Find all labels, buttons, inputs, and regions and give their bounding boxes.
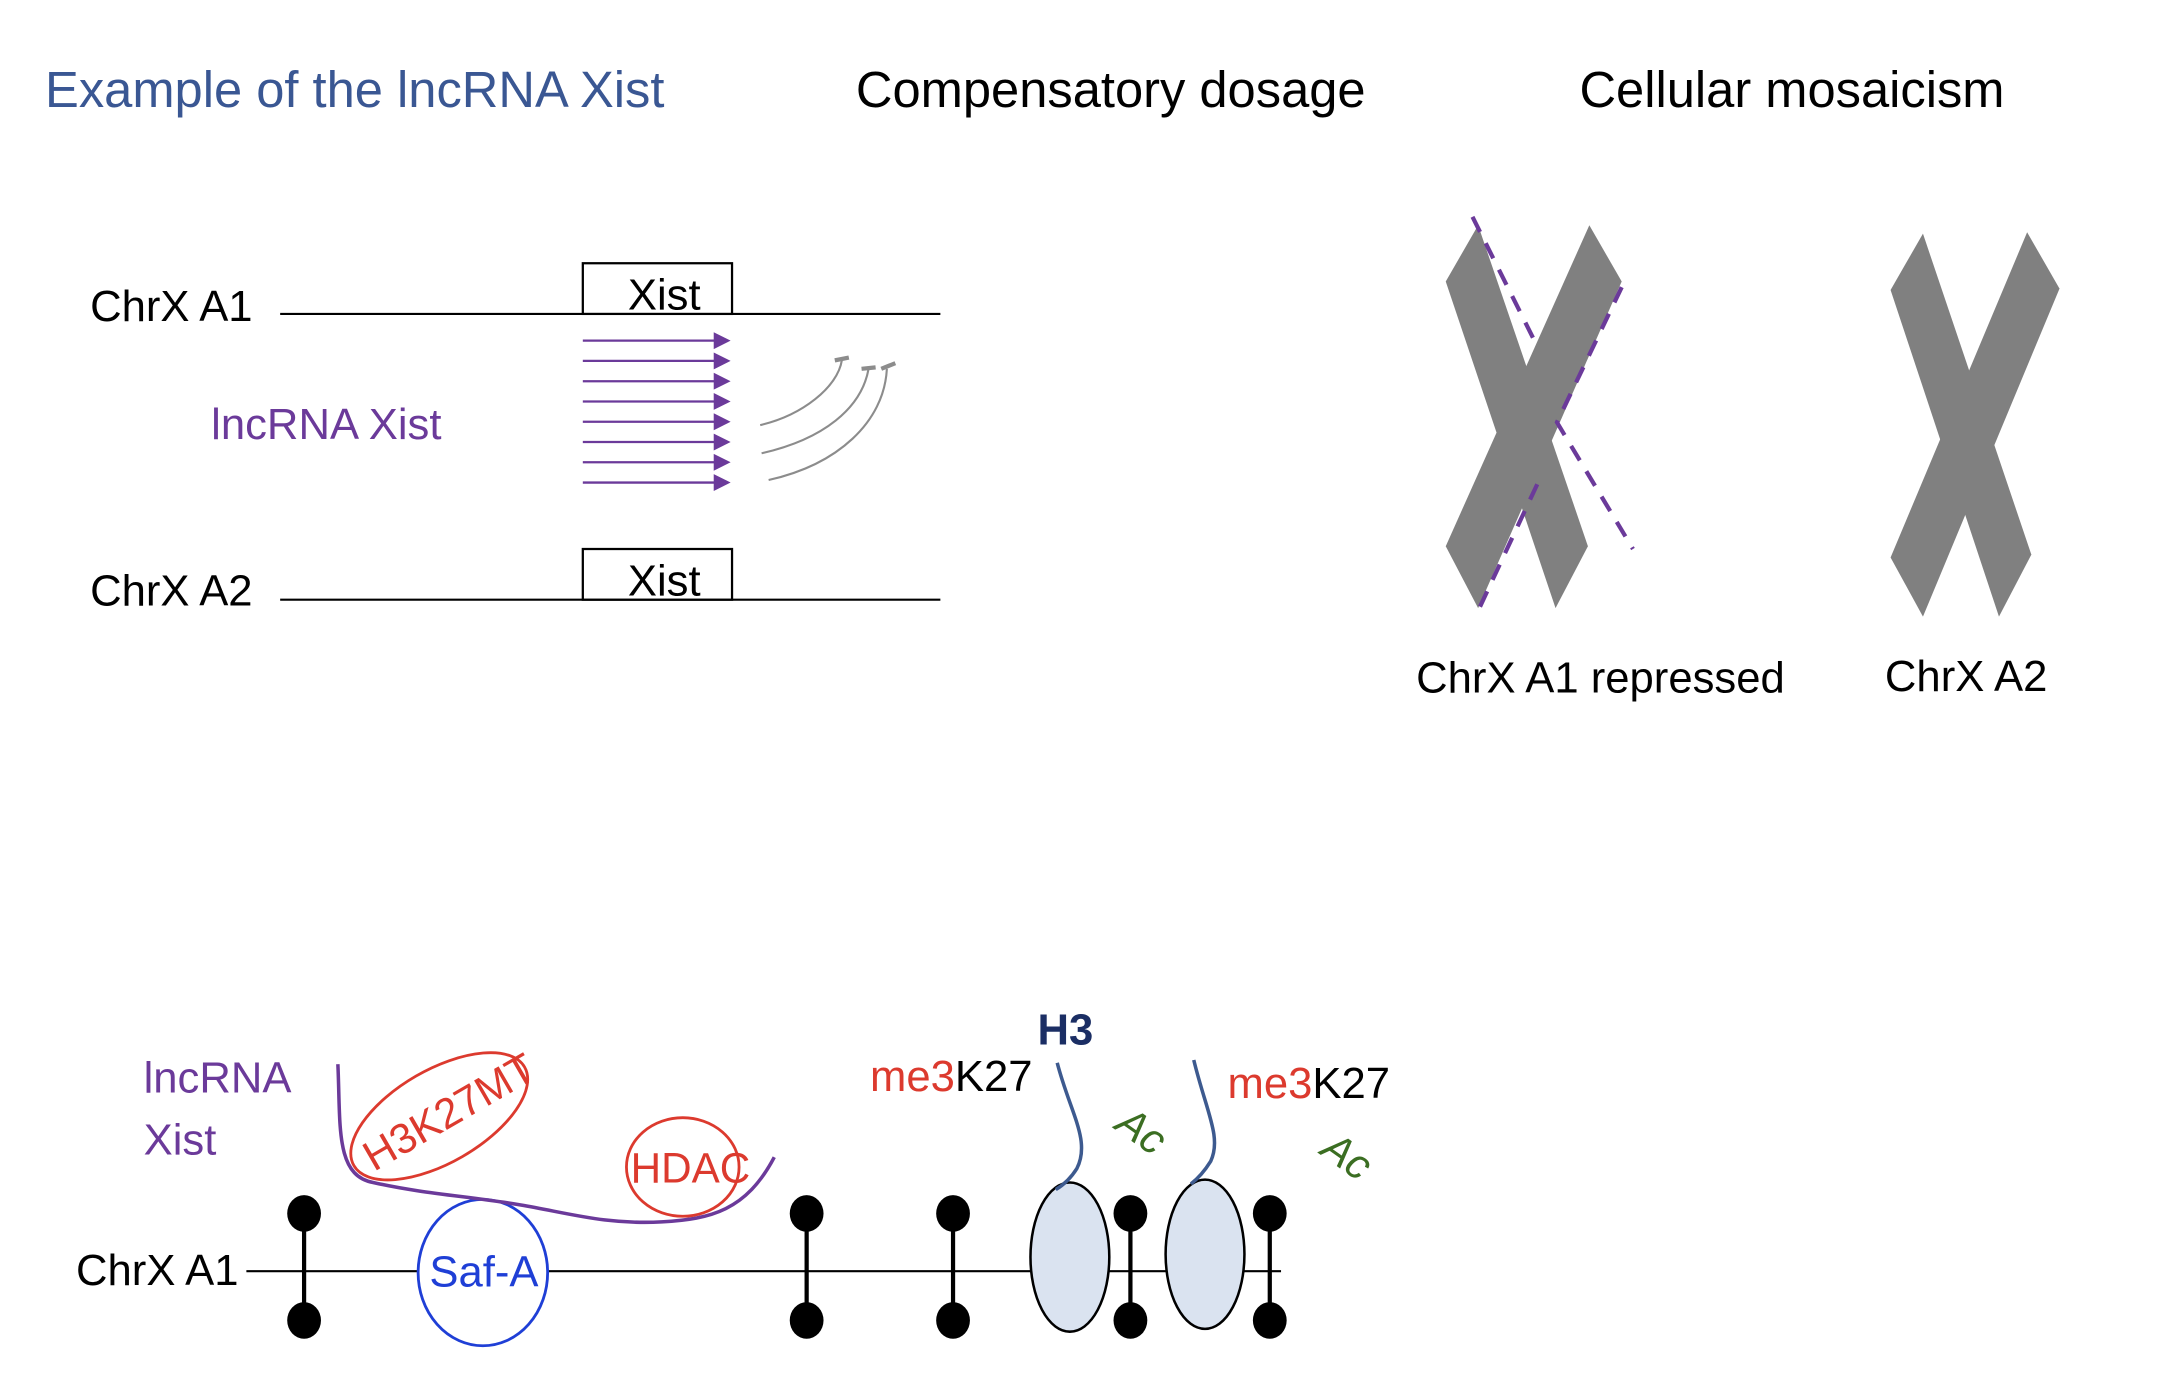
methyl-group-dot (287, 1195, 321, 1232)
transcript-arrowhead (713, 393, 731, 410)
transcript-arrowhead (713, 372, 731, 390)
methyl-group-dot (936, 1302, 970, 1339)
repressed-label: ChrX A1 repressed (1416, 655, 1785, 703)
transcript-arrowhead (713, 474, 731, 492)
nucleosome (1164, 1178, 1246, 1331)
xist-gene-a2-label: Xist (628, 557, 701, 605)
chr-a2-label: ChrX A2 (90, 567, 252, 615)
methyl-group-dot (789, 1302, 824, 1339)
chromatin-panel: lncRNA Xist ChrX A1 Saf-A H3K27MT HDAC H… (76, 1007, 1391, 1348)
arc-tip (861, 365, 876, 371)
spreading-arc (761, 368, 870, 455)
dashed-coating (1474, 483, 1540, 615)
acetyl-mark-2: Ac (1311, 1121, 1381, 1189)
centromere (1495, 351, 1546, 479)
chromatid-arm (1890, 232, 2060, 617)
methyl-group-dot (936, 1195, 970, 1232)
hdac-label: HDAC (631, 1144, 751, 1191)
methyl-group-dot (1252, 1302, 1287, 1339)
mark-1-suffix: K27 (955, 1053, 1033, 1101)
hdac-enzyme (625, 1116, 741, 1218)
transcript-arrows (582, 332, 731, 492)
heading-mosaicism: Cellular mosaicism (1579, 61, 2004, 118)
transcript-arrowhead (713, 413, 731, 431)
chromatin-rna-label-line1: lncRNA (144, 1054, 293, 1102)
heading-dosage: Compensatory dosage (856, 61, 1366, 118)
active-label: ChrX A2 (1885, 653, 2047, 701)
spreading-arc (768, 368, 888, 482)
saf-a-label: Saf-A (429, 1249, 539, 1297)
xist-gene-a2-box (581, 547, 734, 601)
transcript-arrowhead (713, 453, 731, 471)
transcript-arrowhead (713, 332, 731, 350)
histone-mark-2: me3K27 (1228, 1060, 1391, 1108)
cpg-markers (287, 1195, 1287, 1339)
xist-rna-strand (336, 1064, 776, 1225)
chromosome-a2 (1890, 232, 2060, 617)
transcription-panel: ChrX A1 Xist lncRNA Xist ChrX A2 Xist (90, 262, 941, 615)
xist-gene-a1-label: Xist (628, 272, 701, 320)
h3k27mt-ellipse (349, 1051, 530, 1182)
methyl-group-dot (1252, 1195, 1287, 1232)
chr-a1-label: ChrX A1 (90, 283, 252, 331)
histone-mark-1: me3K27 (870, 1053, 1033, 1101)
methyl-group-dot (287, 1302, 321, 1339)
arc-tip (834, 355, 850, 363)
nucleosome (1029, 1181, 1111, 1333)
xist-coating-dashes (1470, 215, 1635, 615)
transcript-arrowhead (713, 352, 731, 370)
mark-2-suffix: K27 (1312, 1060, 1390, 1108)
heading-example: Example of the lncRNA Xist (45, 61, 664, 118)
histone-tail (1189, 1059, 1217, 1186)
lncrna-xist-label: lncRNA Xist (211, 401, 441, 449)
methyl-group-dot (789, 1195, 824, 1232)
mark-2-prefix: me3 (1228, 1060, 1313, 1108)
spreading-arc (759, 360, 843, 427)
xist-gene-a1-box (581, 262, 734, 316)
spreading-arcs (759, 355, 897, 482)
mark-1-prefix: me3 (870, 1053, 955, 1101)
dashed-coating (1554, 286, 1635, 551)
chromatin-rna-label-line2: Xist (144, 1116, 217, 1164)
mosaicism-panel: ChrX A1 repressed ChrX A2 (1416, 215, 2060, 703)
histone-tail (1054, 1062, 1084, 1192)
methyl-group-dot (1113, 1195, 1148, 1232)
transcript-arrowhead (713, 433, 731, 451)
arc-tip (880, 361, 897, 371)
chromatin-chr-label: ChrX A1 (76, 1247, 238, 1295)
dashed-coating (1470, 215, 1540, 348)
h3-label: H3 (1038, 1007, 1094, 1055)
chromosome-a1-repressed (1445, 225, 1622, 609)
methyl-group-dot (1113, 1302, 1148, 1339)
acetyl-mark-1: Ac (1106, 1096, 1176, 1164)
